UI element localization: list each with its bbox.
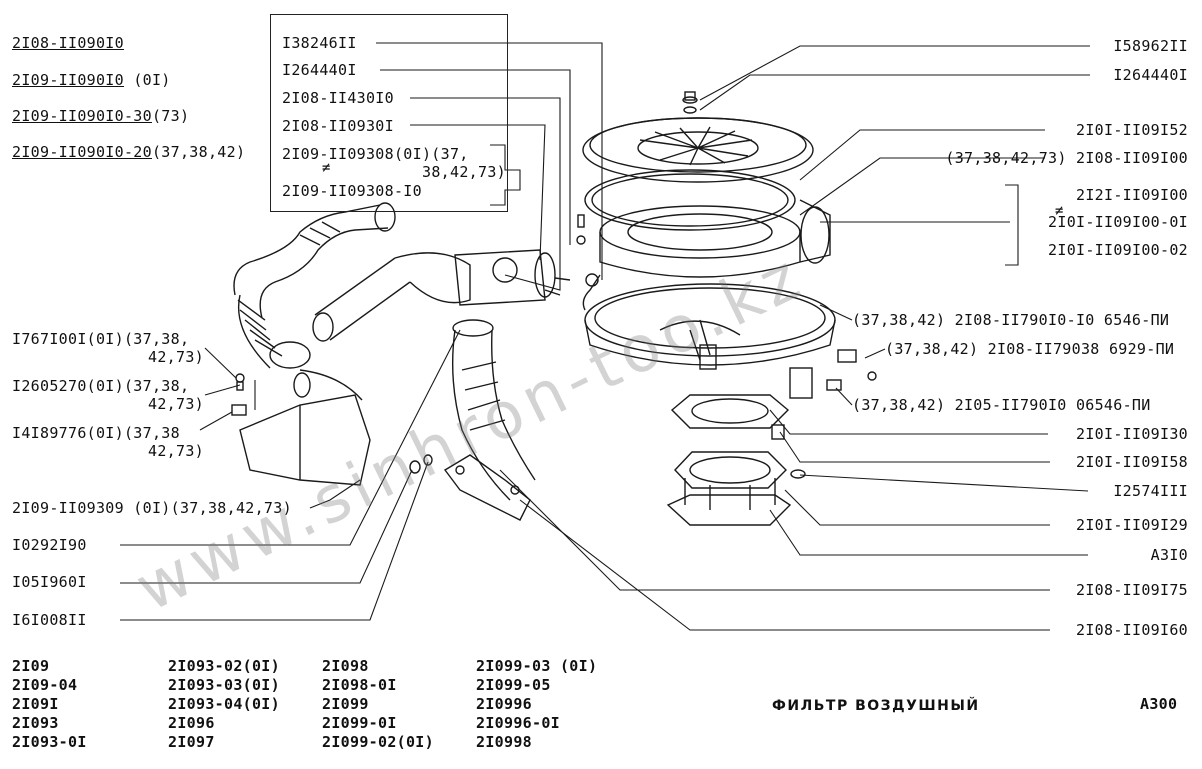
right-part-12: 2I0I-II09I58 bbox=[1076, 453, 1188, 471]
filter-body-drawing bbox=[582, 273, 836, 399]
right-part-8: (37,38,42) 2I08-II790I0-I0 6546-ПИ bbox=[852, 311, 1170, 329]
model-code: 2I099-0I bbox=[322, 714, 397, 732]
model-code: 2I093 bbox=[12, 714, 59, 732]
filter-gasket-drawing bbox=[584, 169, 796, 231]
box-part-3: 2I08-II430I0 bbox=[282, 89, 394, 107]
right-part-5: 2I2I-II09I00 bbox=[1076, 186, 1188, 204]
box-part-2: I264440I bbox=[282, 61, 357, 79]
air-intake-duct-drawing bbox=[239, 369, 371, 486]
model-code: 2I098 bbox=[322, 657, 369, 675]
box-part-4: 2I08-II0930I bbox=[282, 117, 394, 135]
model-code: 2I093-02(0I) bbox=[168, 657, 280, 675]
model-line-1: 2I08-II090I0 bbox=[12, 34, 124, 52]
right-part-16: 2I08-II09I75 bbox=[1076, 581, 1188, 599]
left-part-4: 2I09-II09309 (0I)(37,38,42,73) bbox=[12, 499, 292, 517]
right-part-3: 2I0I-II09I52 bbox=[1076, 121, 1188, 139]
filter-lid-drawing bbox=[582, 91, 814, 183]
right-part-14: 2I0I-II09I29 bbox=[1076, 516, 1188, 534]
model-code: 2I0996-0I bbox=[476, 714, 560, 732]
diagram-title: ФИЛЬТР ВОЗДУШНЫЙ bbox=[772, 698, 980, 714]
sensor-drawing bbox=[826, 349, 877, 391]
model-code: 2I093-0I bbox=[12, 733, 87, 751]
corrugated-hose-drawing bbox=[233, 202, 396, 369]
thermostat-valve-drawing bbox=[454, 249, 571, 306]
right-part-2: I264440I bbox=[1113, 66, 1188, 84]
box-part-6: 38,42,73) bbox=[422, 163, 506, 181]
model-code: 2I096 bbox=[168, 714, 215, 732]
right-part-13: I2574III bbox=[1113, 482, 1188, 500]
left-part-2b: 42,73) bbox=[148, 395, 204, 413]
warm-air-hose-drawing bbox=[451, 319, 536, 501]
model-code: 2I099 bbox=[322, 695, 369, 713]
model-code: 2I0998 bbox=[476, 733, 532, 751]
model-code: 2I09 bbox=[12, 657, 50, 675]
model-line-4: 2I09-II090I0-20(37,38,42) bbox=[12, 143, 246, 161]
left-part-2a: I2605270(0I)(37,38, bbox=[12, 377, 190, 395]
model-code: 2I093-04(0I) bbox=[168, 695, 280, 713]
base-gasket-drawing bbox=[670, 394, 790, 429]
left-part-3b: 42,73) bbox=[148, 442, 204, 460]
model-line-3: 2I09-II090I0-30(73) bbox=[12, 107, 190, 125]
right-part-11: 2I0I-II09I30 bbox=[1076, 425, 1188, 443]
left-part-3a: I4I89776(0I)(37,38 bbox=[12, 424, 180, 442]
right-part-17: 2I08-II09I60 bbox=[1076, 621, 1188, 639]
carburetor-flange-drawing bbox=[666, 451, 792, 526]
svg-text:≠: ≠ bbox=[322, 160, 330, 176]
heat-shield-drawing bbox=[443, 454, 531, 521]
inlet-pipe-drawing bbox=[312, 252, 471, 342]
model-code: 2I098-0I bbox=[322, 676, 397, 694]
model-code: 2I097 bbox=[168, 733, 215, 751]
svg-text:≠: ≠ bbox=[1055, 203, 1063, 219]
model-code: 2I099-02(0I) bbox=[322, 733, 434, 751]
spacer-drawing bbox=[771, 424, 806, 479]
leader-lines bbox=[120, 42, 1090, 631]
box-part-5: 2I09-II09308(0I)(37, bbox=[282, 145, 469, 163]
filter-element-drawing bbox=[599, 199, 831, 278]
box-part-7: 2I09-II09308-I0 bbox=[282, 182, 422, 200]
part-group-box bbox=[270, 14, 508, 212]
right-part-6: 2I0I-II09I00-0I bbox=[1048, 213, 1188, 231]
right-part-7: 2I0I-II09I00-02 bbox=[1048, 241, 1188, 259]
model-code: 2I093-03(0I) bbox=[168, 676, 280, 694]
left-part-5: I0292I90 bbox=[12, 536, 87, 554]
right-part-15: A3I0 bbox=[1150, 546, 1188, 564]
model-line-2: 2I09-II090I0 (0I) bbox=[12, 71, 171, 89]
right-part-1: I58962II bbox=[1113, 37, 1188, 55]
model-code: 2I09-04 bbox=[12, 676, 78, 694]
box-part-1: I38246II bbox=[282, 34, 357, 52]
right-part-9: (37,38,42) 2I08-II79038 6929-ПИ bbox=[885, 340, 1175, 358]
left-part-7: I6I008II bbox=[12, 611, 87, 629]
model-code: 2I09I bbox=[12, 695, 59, 713]
left-part-1b: 42,73) bbox=[148, 348, 204, 366]
page-code: A300 bbox=[1140, 695, 1178, 713]
model-code: 2I099-05 bbox=[476, 676, 551, 694]
left-part-6: I05I960I bbox=[12, 573, 87, 591]
model-code: 2I0996 bbox=[476, 695, 532, 713]
right-part-10: (37,38,42) 2I05-II790I0 06546-ПИ bbox=[852, 396, 1151, 414]
right-part-4: (37,38,42,73) 2I08-II09I00 bbox=[945, 149, 1188, 167]
fastener-drawing bbox=[231, 214, 586, 474]
model-code: 2I099-03 (0I) bbox=[476, 657, 598, 675]
left-part-1a: I767I00I(0I)(37,38, bbox=[12, 330, 190, 348]
